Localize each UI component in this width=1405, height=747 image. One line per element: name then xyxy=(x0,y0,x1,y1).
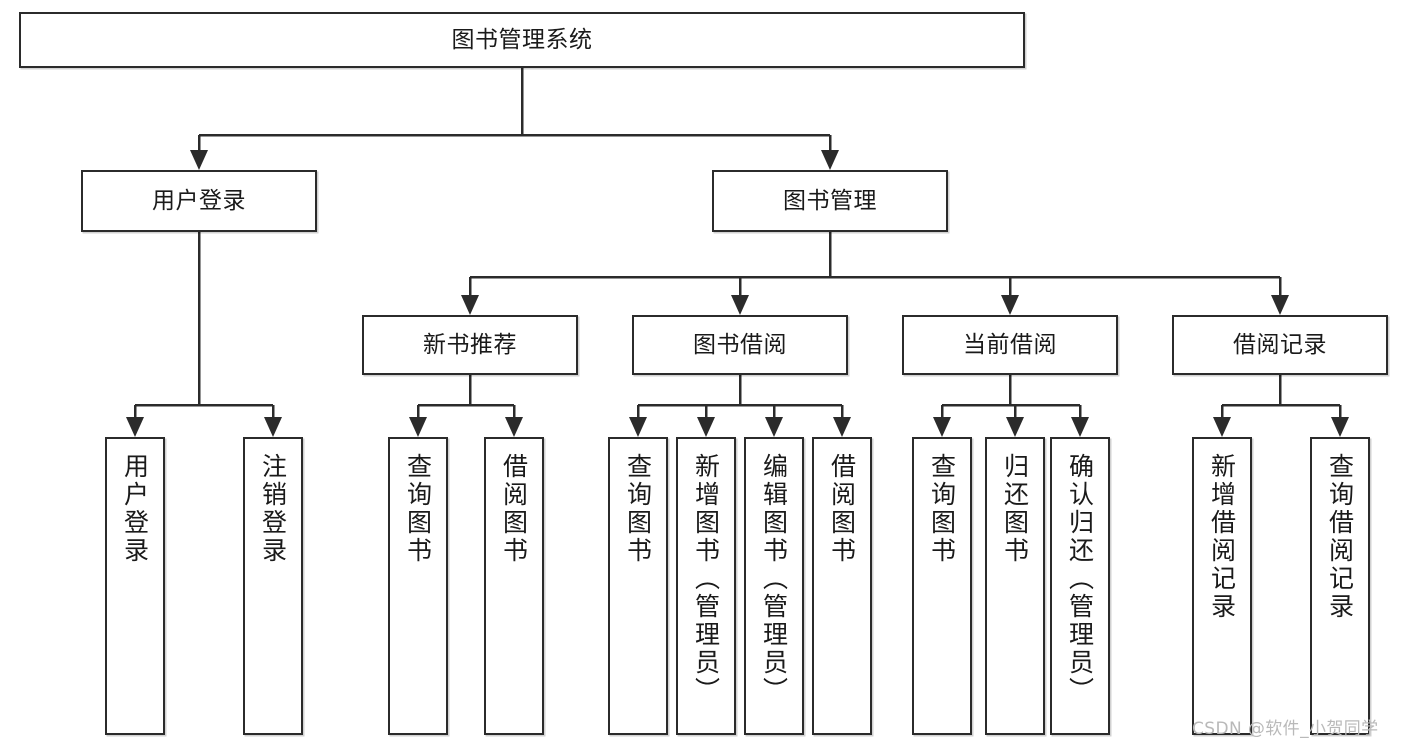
node-label-book-management: 图书管理 xyxy=(783,187,877,214)
node-leaf-query-book-current[interactable]: 查询图书 xyxy=(912,437,972,735)
node-label-leaf-query-borrow-record: 查询借阅记录 xyxy=(1325,453,1355,621)
arrowhead-leaf-user-logout xyxy=(264,417,282,437)
node-label-book-borrow: 图书借阅 xyxy=(693,331,787,358)
arrowhead-leaf-query-book-current xyxy=(933,417,951,437)
arrowhead-leaf-query-borrow-record xyxy=(1331,417,1349,437)
node-leaf-return-book[interactable]: 归还图书 xyxy=(985,437,1045,735)
arrowhead-new-book-recommend xyxy=(461,295,479,315)
node-label-leaf-query-book-rec: 查询图书 xyxy=(403,453,433,565)
node-leaf-user-login[interactable]: 用户登录 xyxy=(105,437,165,735)
node-new-book-recommend[interactable]: 新书推荐 xyxy=(362,315,578,375)
arrowhead-book-management xyxy=(821,150,839,170)
arrowhead-leaf-borrow-book-rec xyxy=(505,417,523,437)
node-label-leaf-query-book-current: 查询图书 xyxy=(927,453,957,565)
node-label-leaf-borrow-book: 借阅图书 xyxy=(827,453,857,565)
node-current-borrow[interactable]: 当前借阅 xyxy=(902,315,1118,375)
node-leaf-confirm-return-admin[interactable]: 确认归还（管理员） xyxy=(1050,437,1110,735)
arrowhead-leaf-borrow-book xyxy=(833,417,851,437)
arrowhead-leaf-edit-book-admin xyxy=(765,417,783,437)
node-leaf-user-logout[interactable]: 注销登录 xyxy=(243,437,303,735)
node-book-management[interactable]: 图书管理 xyxy=(712,170,948,232)
node-root[interactable]: 图书管理系统 xyxy=(19,12,1025,68)
arrowhead-leaf-add-borrow-record xyxy=(1213,417,1231,437)
node-label-root: 图书管理系统 xyxy=(451,26,593,53)
arrowhead-leaf-return-book xyxy=(1006,417,1024,437)
arrowhead-user-login xyxy=(190,150,208,170)
node-leaf-add-book-admin[interactable]: 新增图书（管理员） xyxy=(676,437,736,735)
arrowhead-leaf-user-login xyxy=(126,417,144,437)
node-leaf-query-book-rec[interactable]: 查询图书 xyxy=(388,437,448,735)
connector-lines xyxy=(126,68,1349,437)
node-leaf-borrow-book-rec[interactable]: 借阅图书 xyxy=(484,437,544,735)
node-leaf-query-borrow-record[interactable]: 查询借阅记录 xyxy=(1310,437,1370,735)
node-label-leaf-query-book-borrow: 查询图书 xyxy=(623,453,653,565)
node-label-user-login: 用户登录 xyxy=(152,187,246,214)
node-label-leaf-edit-book-admin: 编辑图书（管理员） xyxy=(759,453,789,705)
node-label-leaf-borrow-book-rec: 借阅图书 xyxy=(499,453,529,565)
arrowhead-book-borrow xyxy=(731,295,749,315)
node-label-borrow-record: 借阅记录 xyxy=(1233,331,1327,358)
node-borrow-record[interactable]: 借阅记录 xyxy=(1172,315,1388,375)
node-book-borrow[interactable]: 图书借阅 xyxy=(632,315,848,375)
arrowhead-leaf-query-book-borrow xyxy=(629,417,647,437)
node-label-current-borrow: 当前借阅 xyxy=(963,331,1057,358)
arrowhead-current-borrow xyxy=(1001,295,1019,315)
node-leaf-add-borrow-record[interactable]: 新增借阅记录 xyxy=(1192,437,1252,735)
arrowhead-leaf-add-book-admin xyxy=(697,417,715,437)
node-label-leaf-user-logout: 注销登录 xyxy=(258,453,288,565)
node-label-leaf-confirm-return-admin: 确认归还（管理员） xyxy=(1065,453,1095,705)
node-leaf-query-book-borrow[interactable]: 查询图书 xyxy=(608,437,668,735)
node-label-leaf-user-login: 用户登录 xyxy=(120,453,150,565)
arrowhead-leaf-confirm-return-admin xyxy=(1071,417,1089,437)
arrowhead-leaf-query-book-rec xyxy=(409,417,427,437)
node-leaf-borrow-book[interactable]: 借阅图书 xyxy=(812,437,872,735)
node-label-leaf-add-book-admin: 新增图书（管理员） xyxy=(691,453,721,705)
node-label-new-book-recommend: 新书推荐 xyxy=(423,331,517,358)
node-label-leaf-return-book: 归还图书 xyxy=(1000,453,1030,565)
node-leaf-edit-book-admin[interactable]: 编辑图书（管理员） xyxy=(744,437,804,735)
arrowhead-borrow-record xyxy=(1271,295,1289,315)
node-user-login[interactable]: 用户登录 xyxy=(81,170,317,232)
node-label-leaf-add-borrow-record: 新增借阅记录 xyxy=(1207,453,1237,621)
